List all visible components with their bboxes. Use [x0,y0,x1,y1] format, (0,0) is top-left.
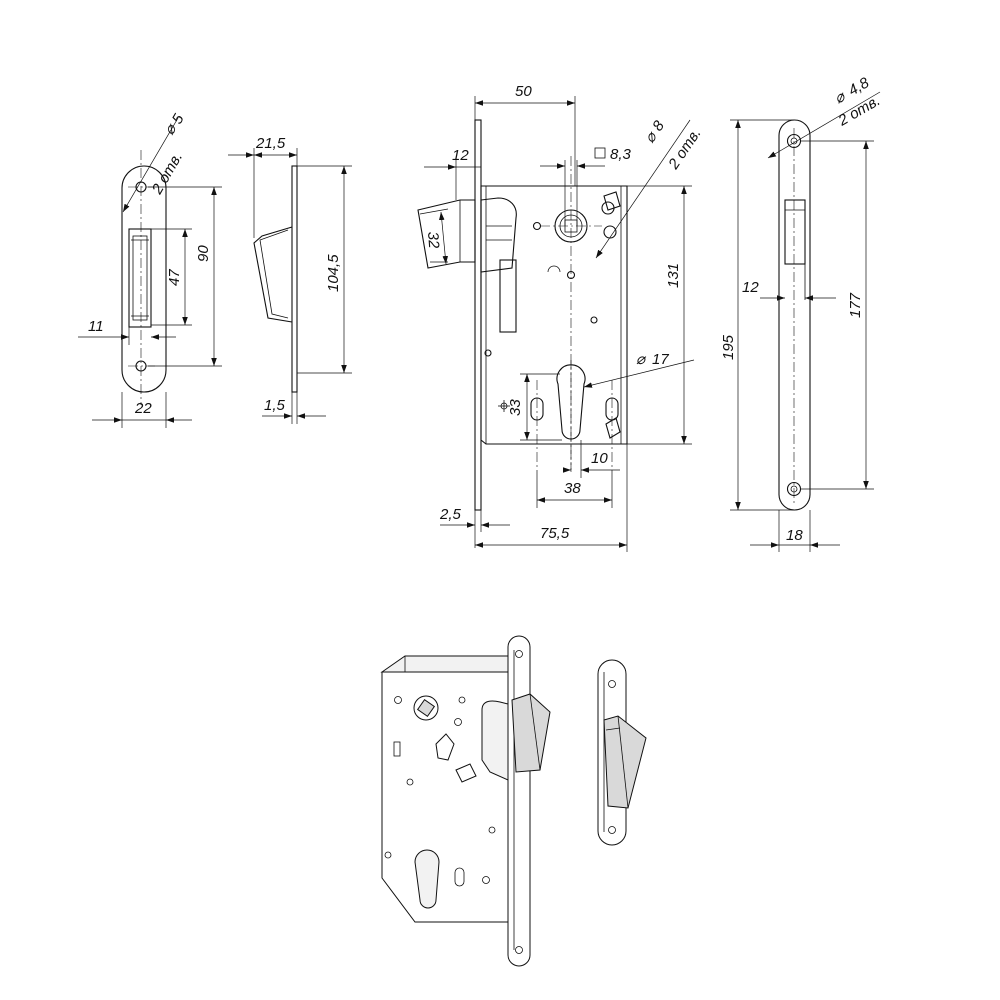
strike-plate-outline [121,165,167,393]
hole-diameter-label: 5 [169,111,188,127]
hole8-diameter-label: 8 [649,117,668,134]
dimension-21-5: 21,5 [255,135,286,152]
dimension-2-5: 2,5 [439,506,462,523]
dimension-18: 18 [786,527,803,544]
strike-pocket-profile [253,226,293,323]
lock-body-3d-illustration [380,635,551,967]
dimension-10: 10 [591,450,608,467]
hole-count-label: 2 отв. [148,149,186,198]
strike-plate-front-view: ⌀ 5 2 отв. 90 47 11 22 [78,111,222,428]
dimension-1-5: 1,5 [264,397,286,414]
cylinder-diameter-symbol: ⌀ [636,351,647,368]
strike-slot-inner [132,235,148,321]
dimension-50: 50 [515,83,532,100]
dimension-38: 38 [564,480,581,497]
faceplate-outline [778,119,811,511]
latch-lever [499,259,517,333]
dimension-90: 90 [195,245,212,262]
hole8-count-label: 2 отв. [665,125,705,173]
dimension-75-5: 75,5 [540,525,570,542]
lock-body-side-view: 50 12 8,3 ⌀ 8 2 отв. 32 131 ⌀ 17 [417,83,705,552]
strike-plate-side-view: 21,5 104,5 1,5 [228,135,352,424]
dimension-33: 33 [507,399,524,416]
dimension-32: 32 [424,231,442,249]
faceplate-front-view: ⌀ 4,8 2 отв. 12 195 177 18 [720,74,883,552]
dimension-22: 22 [134,400,152,417]
faceplate-profile [474,119,482,511]
strike-slot [128,228,152,328]
dimension-104-5: 104,5 [325,254,342,292]
cylinder-hole [556,364,586,440]
latch-tail [480,197,517,273]
faceplate-hole-diameter-symbol: ⌀ [832,87,850,107]
dimension-12-latch: 12 [452,147,469,164]
strike-pocket-3d [603,715,647,809]
lock-faceplate-3d [507,635,531,967]
lock-case-outline [480,185,628,445]
dimension-47: 47 [166,269,183,286]
latch-window [784,199,806,265]
dimension-11: 11 [88,318,104,335]
square-size-label: 8,3 [610,146,632,163]
cylinder-hole-3d [414,849,440,909]
dimension-131: 131 [665,263,682,288]
strike-plate-3d-illustration [597,659,647,846]
lock-case-front [381,671,509,923]
dimension-195: 195 [720,334,737,360]
square-symbol [594,147,606,159]
latch-3d [511,693,551,773]
faceplate-dimension-12: 12 [742,279,759,296]
dimension-177: 177 [847,292,864,318]
cylinder-diameter-label: 17 [652,351,669,368]
strike-plate-profile [291,165,298,393]
